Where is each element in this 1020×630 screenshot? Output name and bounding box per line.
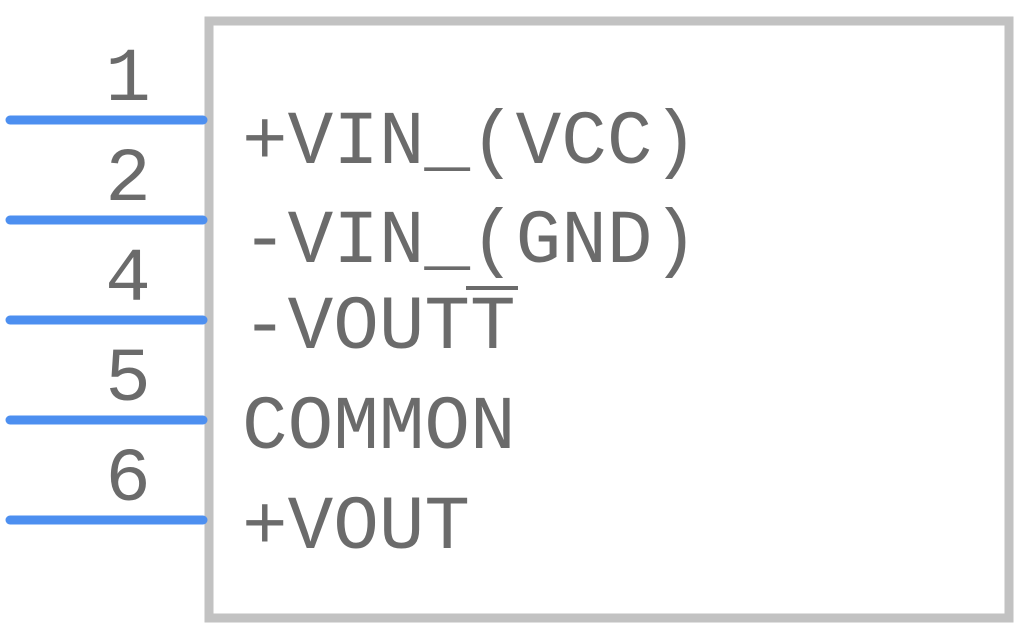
pin-name-1: +VIN_(VCC) (242, 100, 698, 186)
pin-number-5: 5 (105, 337, 151, 423)
pin-number-2: 2 (105, 137, 151, 223)
component-body (204, 16, 1014, 623)
pin-name-4-overbar-letter: T (470, 285, 516, 371)
pin-number-4: 4 (105, 237, 151, 323)
pin-number-6: 6 (105, 437, 151, 523)
pin-4: 4 -VOUTT (5, 237, 518, 371)
pin-6: 6 +VOUT (5, 437, 470, 571)
pin-name-4-main: -VOUT (242, 285, 470, 371)
pin-2: 2 -VIN_(GND) (5, 137, 698, 285)
pin-name-5: COMMON (242, 385, 516, 471)
pin-1: 1 +VIN_(VCC) (5, 37, 698, 186)
pin-name-2: -VIN_(GND) (242, 199, 698, 285)
pin-name-6: +VOUT (242, 485, 470, 571)
pin-name-4: -VOUTT (242, 285, 516, 371)
pin-number-1: 1 (105, 37, 151, 123)
pin-5: 5 COMMON (5, 337, 516, 471)
